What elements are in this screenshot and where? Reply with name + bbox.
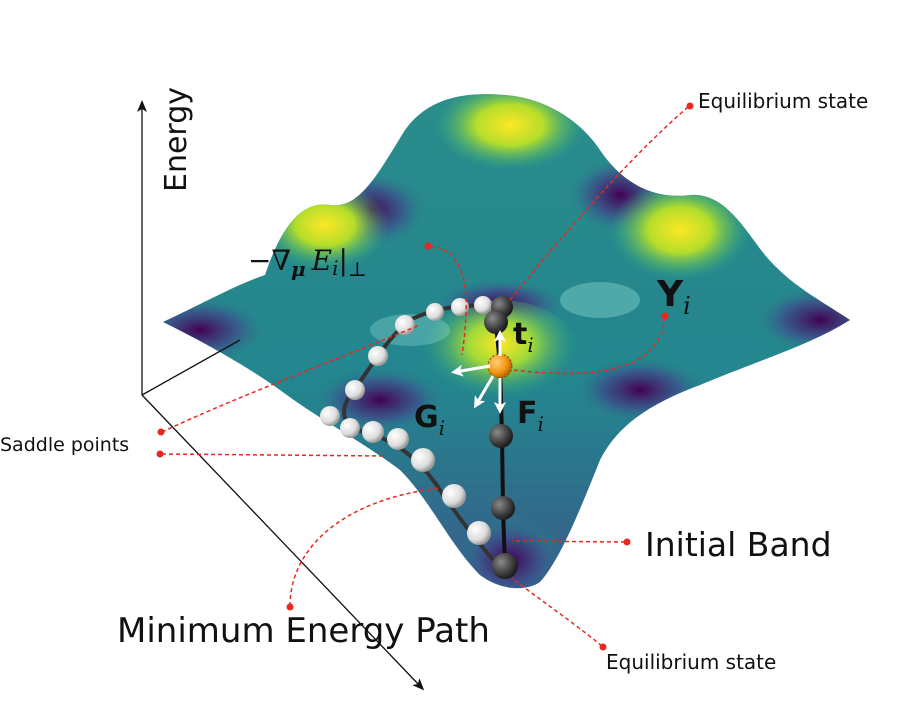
f-label: Fi <box>517 396 544 436</box>
dot-equilibrium-bottom <box>599 643 607 651</box>
leader-saddle-2 <box>161 453 386 457</box>
mep-bead <box>362 421 384 443</box>
surface-valley-right-edge <box>750 285 850 355</box>
dot-mep <box>286 603 294 611</box>
energy-axis-label: Energy <box>159 87 194 192</box>
initial-band-label: Initial Band <box>645 525 832 564</box>
minimum-energy-path-label: Minimum Energy Path <box>117 611 490 651</box>
gradient-perp: ⊥ <box>348 257 367 281</box>
equilibrium-bottom-label: Equilibrium state <box>606 650 776 674</box>
perp-gradient-arrow <box>451 364 491 377</box>
y-subscript: i <box>683 292 691 320</box>
gradient-i: i <box>332 256 338 280</box>
t-subscript: i <box>527 333 533 357</box>
y-label: Yi <box>656 274 691 320</box>
g-subscript: i <box>439 416 445 440</box>
saddle-points-label: Saddle points <box>0 434 129 456</box>
mep-bead <box>395 315 415 335</box>
mep-bead <box>411 448 435 472</box>
equilibrium-top-label: Equilibrium state <box>698 89 868 113</box>
axes <box>137 100 425 691</box>
mep-bead <box>387 428 409 450</box>
g-symbol: G <box>414 400 439 435</box>
mep-bead <box>345 380 365 400</box>
annotation-dots <box>156 102 694 651</box>
mep-bead <box>340 418 360 438</box>
dot-saddle-1 <box>157 428 165 436</box>
gradient-bar: | <box>339 244 348 277</box>
surface-peak-right <box>610 180 750 280</box>
dot-gradient <box>424 242 432 250</box>
force-arrows <box>451 330 506 414</box>
surface-valley-left-edge <box>163 295 270 365</box>
leader-saddle-1 <box>161 324 421 433</box>
t-label: ti <box>513 317 534 357</box>
mep-bead <box>442 484 466 508</box>
band-bead <box>491 496 515 520</box>
annotation-leaders <box>161 106 689 647</box>
gradient-prefix: −∇ <box>248 244 291 277</box>
leader-gradient <box>429 245 467 356</box>
initial-band <box>484 296 518 579</box>
f-symbol: F <box>517 396 538 431</box>
surface-peak-back <box>435 94 585 170</box>
leader-equilibrium-top <box>509 106 689 301</box>
focus-image <box>487 353 513 379</box>
mep-bead <box>320 406 340 426</box>
surface-highlight-1 <box>560 282 640 318</box>
minimum-energy-path <box>320 296 502 570</box>
gradient-mu: μ <box>291 257 306 281</box>
gradient-E: E <box>311 244 332 277</box>
t-symbol: t <box>513 317 527 352</box>
horizontal-axis <box>141 339 241 396</box>
g-force-arrow <box>473 375 495 409</box>
dot-saddle-2 <box>156 450 164 458</box>
mep-bead <box>474 296 492 314</box>
leader-initial-band <box>511 540 626 543</box>
leader-equilibrium-bottom <box>511 577 603 647</box>
dot-y <box>661 312 669 320</box>
y-symbol: Y <box>656 274 684 315</box>
band-bead <box>489 424 513 448</box>
g-label: Gi <box>414 400 445 440</box>
f-subscript: i <box>538 412 544 436</box>
leader-mep <box>289 487 441 607</box>
band-bead-end <box>492 553 518 579</box>
mep-bead <box>426 303 444 321</box>
dot-equilibrium-top <box>686 102 694 110</box>
surface-valley-front-right <box>570 355 710 425</box>
mep-bead <box>451 298 469 316</box>
leader-y <box>512 316 666 375</box>
mep-bead <box>368 346 388 366</box>
band-bead <box>484 310 508 334</box>
mep-bead <box>467 521 491 545</box>
depth-axis <box>141 394 425 691</box>
dot-initial-band <box>623 538 631 546</box>
